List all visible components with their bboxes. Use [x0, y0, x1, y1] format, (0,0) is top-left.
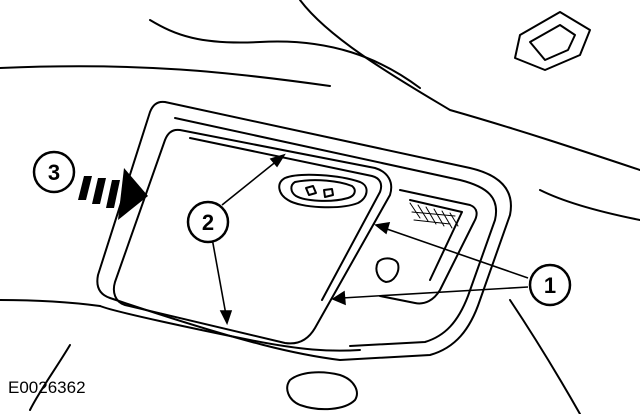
- lamp-switch: [375, 257, 400, 283]
- door-latch-outer: [278, 173, 368, 209]
- holder-cover-outer: [112, 128, 393, 345]
- arrowhead-1b: [331, 290, 346, 306]
- callout-number-3: 3: [48, 160, 60, 185]
- arrowhead-2b: [219, 310, 233, 326]
- callout-1: 1: [528, 263, 572, 307]
- headliner-line-mid: [149, 19, 421, 89]
- console-housing-inner: [174, 117, 498, 347]
- headliner-line-right-lower: [539, 189, 640, 221]
- lower-console-lip: [99, 305, 361, 352]
- callout-3: 3: [32, 150, 76, 194]
- visor-clip-inner: [529, 24, 576, 61]
- callout-number-2: 2: [202, 210, 214, 235]
- holder-cover-inner: [189, 137, 383, 301]
- headliner-line-lower-right: [509, 299, 581, 414]
- headliner-line-upper: [0, 65, 331, 87]
- direction-arrow: [78, 168, 148, 220]
- lamp-lens-inner: [409, 199, 463, 281]
- lamp-lens-outer: [379, 189, 478, 305]
- callout-2: 2: [186, 200, 230, 244]
- headliner-line-bottom: [29, 344, 71, 411]
- arrowhead-1a: [374, 222, 391, 235]
- callout-leaders: [211, 153, 529, 326]
- figure-id-label: E0026362: [8, 378, 86, 397]
- lower-mirror-edge: [286, 371, 358, 411]
- visor-clip: [514, 11, 591, 71]
- door-latch-symbol-right: [323, 188, 334, 198]
- door-latch-symbol-left: [305, 185, 317, 196]
- headliner-line-right: [299, 0, 640, 171]
- door-latch-inner: [290, 179, 356, 202]
- headliner-line-left: [0, 299, 101, 307]
- console-housing-outer: [96, 100, 512, 361]
- arrowhead-2a: [269, 153, 286, 168]
- lamp-lens-grille: [409, 202, 459, 229]
- callout-number-1: 1: [544, 273, 556, 298]
